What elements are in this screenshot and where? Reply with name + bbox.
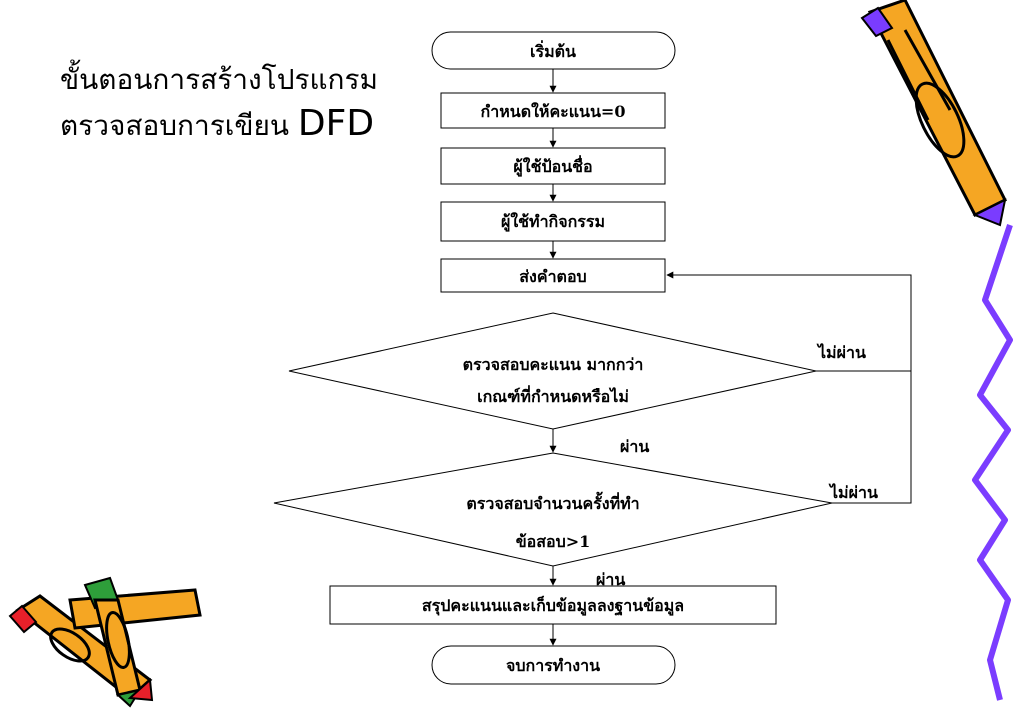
start-label: เริ่มต้น: [530, 40, 576, 61]
decision2-pass-label: ผ่าน: [596, 570, 625, 589]
squiggle-decoration-icon: [972, 224, 1013, 701]
slide-title-line-1: ขั้นตอนการสร้างโปรแกรม: [60, 63, 379, 96]
set-score-label: กำหนดให้คะแนน=0: [481, 102, 626, 121]
end-label: จบการทำงาน: [506, 656, 600, 675]
slide-title-line-2: ตรวจสอบการเขียน DFD: [60, 103, 374, 148]
slide-title-prefix: ตรวจสอบการเขียน: [60, 109, 290, 142]
decision2-label-line2: ข้อสอบ>1: [516, 532, 591, 551]
end-terminator: จบการทำงาน: [431, 645, 676, 685]
decision1-pass-label: ผ่าน: [620, 437, 649, 456]
edge-decision2-fail-loop: [666, 271, 912, 504]
process-enter-name: ผู้ใช้ป้อนชื่อ: [440, 147, 666, 185]
decision-check-attempts: ตรวจสอบจำนวนครั้งที่ทำ ข้อสอบ>1: [273, 452, 833, 567]
process-send-answer: ส่งคำตอบ: [440, 258, 666, 293]
decision-check-score: ตรวจสอบคะแนน มากกว่า เกณฑ์ที่กำหนดหรือไม…: [288, 312, 817, 430]
decision1-fail-label: ไม่ผ่าน: [816, 343, 866, 362]
pencils-bottom-left-icon: [8, 576, 202, 708]
do-activity-label: ผู้ใช้ทำกิจกรรม: [501, 212, 605, 233]
process-summary: สรุปคะแนนและเก็บข้อมูลลงฐานข้อมูล: [329, 585, 777, 625]
decision1-label-line1: ตรวจสอบคะแนน มากกว่า: [463, 355, 644, 374]
decision2-fail-label: ไม่ผ่าน: [828, 483, 878, 502]
decision1-label-line2: เกณฑ์ที่กำหนดหรือไม่: [477, 385, 629, 406]
summary-label: สรุปคะแนนและเก็บข้อมูลลงฐานข้อมูล: [422, 594, 684, 617]
start-terminator: เริ่มต้น: [431, 31, 676, 70]
send-answer-label: ส่งคำตอบ: [519, 267, 586, 286]
process-set-score: กำหนดให้คะแนน=0: [440, 92, 666, 129]
slide-title-dfd: DFD: [297, 103, 375, 144]
decision2-label-line1: ตรวจสอบจำนวนครั้งที่ทำ: [466, 491, 639, 513]
pencil-top-right-icon: [860, 0, 1008, 227]
enter-name-label: ผู้ใช้ป้อนชื่อ: [513, 155, 592, 178]
process-do-activity: ผู้ใช้ทำกิจกรรม: [440, 201, 666, 242]
